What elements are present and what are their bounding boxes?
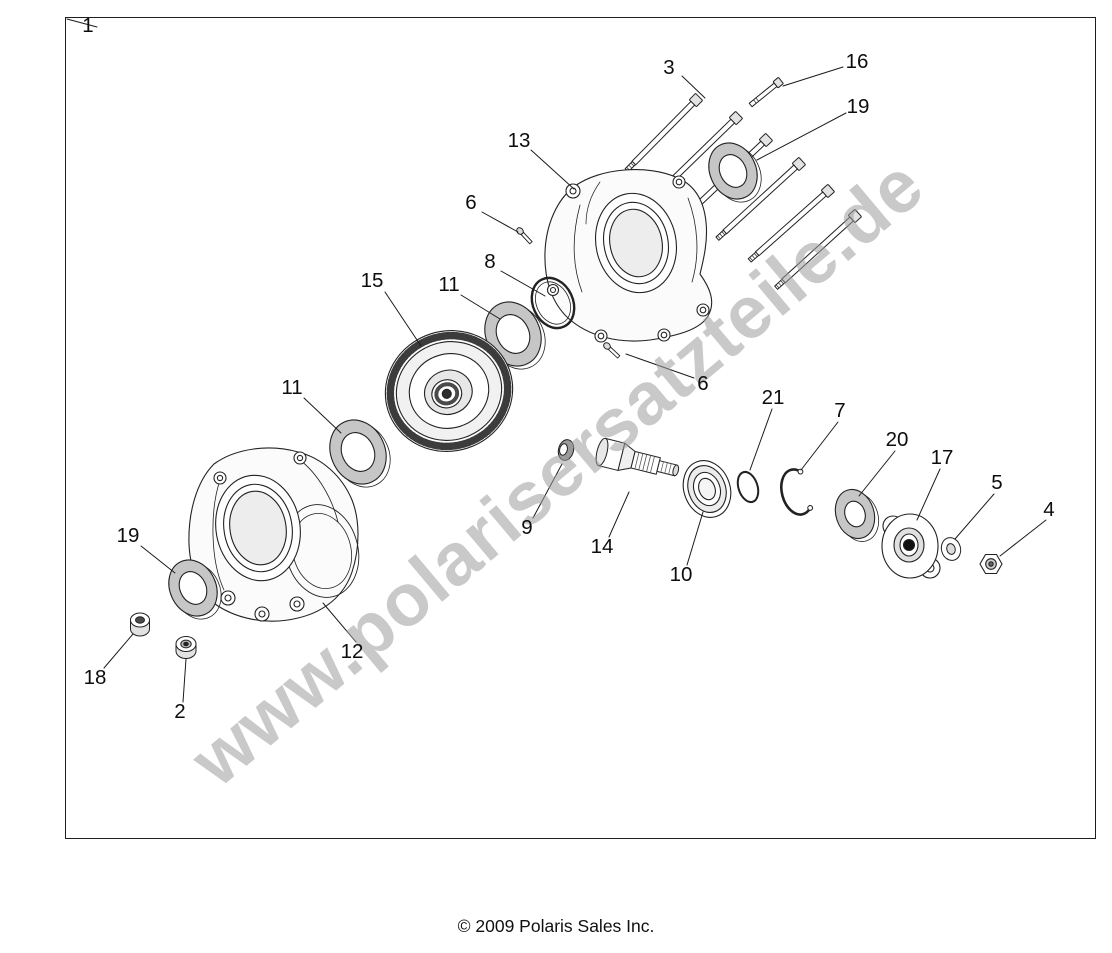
- callout-20: 20: [885, 427, 909, 451]
- callout-11-left: 11: [281, 375, 303, 399]
- callout-1: 1: [82, 13, 94, 37]
- part-ring-gear: [384, 330, 514, 452]
- callout-6-top: 6: [465, 190, 477, 214]
- leader-5: [954, 493, 995, 540]
- leader-19-top: [756, 112, 847, 161]
- leader-7: [800, 421, 839, 471]
- part-shaft-14: [595, 437, 680, 477]
- part-flange-17: [881, 513, 941, 579]
- part-circlip-7: [780, 468, 814, 516]
- callout-11-top: 11: [438, 272, 460, 296]
- part-seal-11-left: [329, 419, 391, 488]
- leader-17: [916, 468, 941, 521]
- callout-7: 7: [834, 398, 846, 422]
- part-fitting-16: [748, 77, 784, 108]
- part-seal-19-left: [168, 559, 222, 620]
- callout-18: 18: [83, 665, 107, 689]
- leader-8: [500, 270, 546, 297]
- leader-1: [66, 18, 98, 28]
- leader-18: [103, 633, 134, 669]
- part-nut-2: [175, 636, 197, 659]
- leader-4: [999, 519, 1047, 557]
- part-seal-19-top: [708, 142, 762, 203]
- leader-19-left: [140, 545, 176, 574]
- callout-14: 14: [590, 534, 614, 558]
- leader-13: [530, 149, 575, 190]
- leader-12: [322, 602, 357, 643]
- callout-8: 8: [484, 249, 496, 273]
- callout-19-left: 19: [116, 523, 140, 547]
- callout-21: 21: [761, 385, 785, 409]
- callout-12: 12: [340, 639, 364, 663]
- callout-6-bottom: 6: [697, 371, 709, 395]
- leader-15: [384, 291, 422, 347]
- part-bearing-10: [682, 460, 732, 518]
- copyright-text: © 2009 Polaris Sales Inc.: [457, 916, 655, 936]
- leader-lines: [66, 18, 1047, 703]
- part-bolt-18: [130, 612, 150, 637]
- leader-10: [686, 511, 704, 566]
- callout-16: 16: [845, 49, 869, 73]
- leader-6-top: [481, 211, 519, 233]
- callout-15: 15: [360, 268, 384, 292]
- callout-19-top: 19: [846, 94, 870, 118]
- leader-11-top: [460, 294, 501, 320]
- leader-14: [608, 491, 630, 538]
- part-gearcase-housing: [188, 447, 360, 622]
- callout-2: 2: [174, 699, 186, 723]
- assembly-boundary-box: [65, 17, 1096, 839]
- part-snapring-21: [736, 470, 760, 504]
- part-screw-6-bottom: [603, 342, 621, 359]
- part-spacer-9: [557, 439, 575, 461]
- leader-2: [182, 658, 187, 703]
- part-screw-6-top: [516, 227, 533, 245]
- callout-10: 10: [669, 562, 693, 586]
- part-seal-20: [834, 488, 880, 542]
- leader-20: [858, 450, 896, 497]
- leader-3: [681, 75, 706, 99]
- part-nut-4: [979, 553, 1003, 575]
- callout-3: 3: [663, 55, 675, 79]
- callout-17: 17: [930, 445, 954, 469]
- leader-6-bottom: [625, 353, 695, 379]
- callout-13: 13: [507, 128, 531, 152]
- callout-4: 4: [1043, 497, 1055, 521]
- part-washer-5: [940, 537, 962, 561]
- part-oring-8: [530, 276, 576, 330]
- leader-16: [782, 66, 844, 87]
- part-gearcase-cover: [544, 169, 713, 343]
- leader-21: [749, 408, 773, 471]
- callout-5: 5: [991, 470, 1003, 494]
- leader-9: [532, 463, 563, 519]
- callout-9: 9: [521, 515, 533, 539]
- leader-11-left: [303, 397, 342, 434]
